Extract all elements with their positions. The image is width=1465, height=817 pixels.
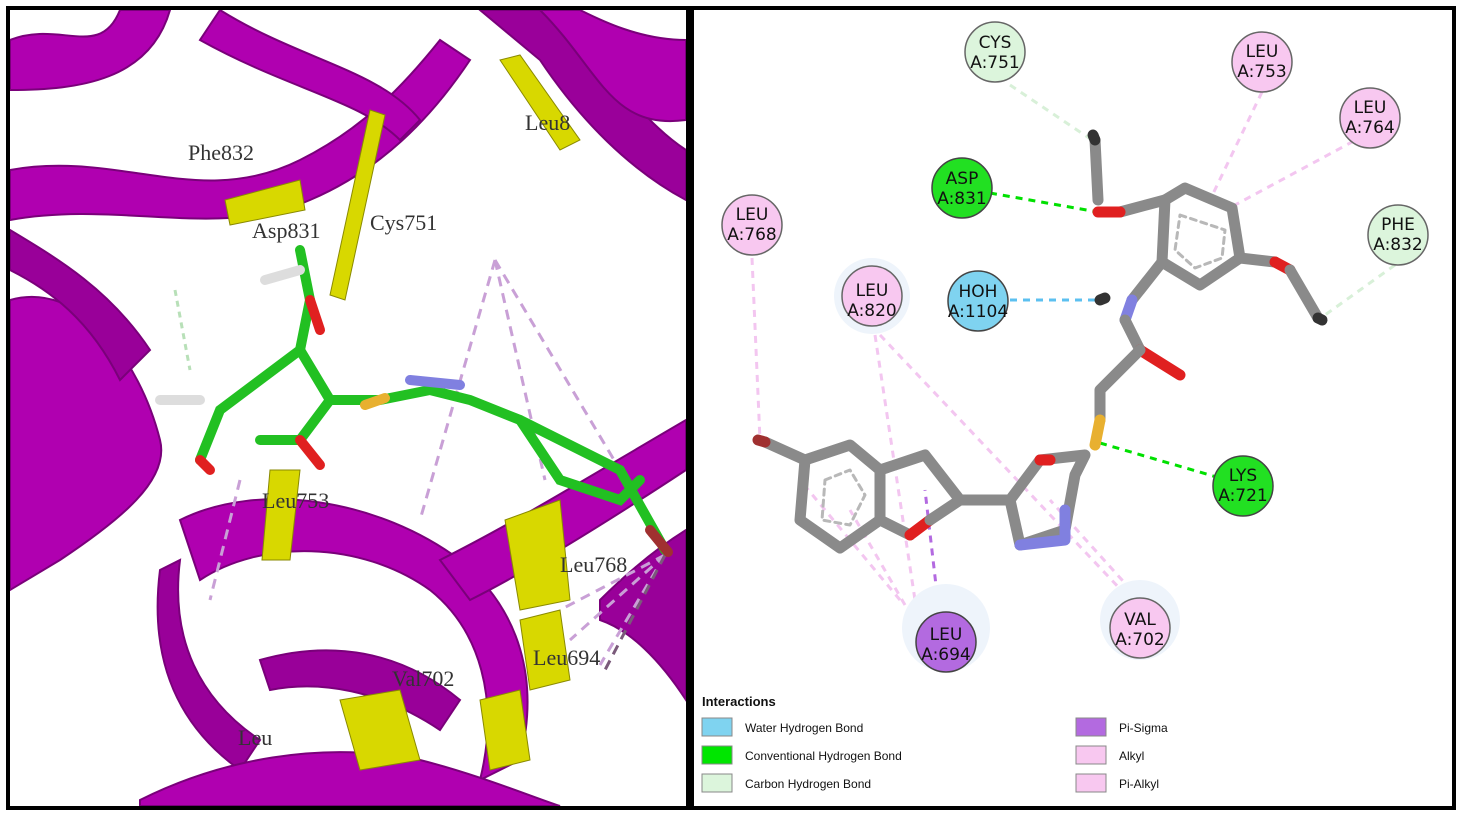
- legend-item-conventional: Conventional Hydrogen Bond: [701, 745, 902, 765]
- svg-text:Pi-Sigma: Pi-Sigma: [1119, 721, 1168, 735]
- legend-item-carbon: Carbon Hydrogen Bond: [701, 773, 871, 793]
- label-leu8: Leu8: [525, 110, 570, 135]
- label-val702: Val702: [392, 666, 454, 691]
- svg-text:A:832: A:832: [1373, 235, 1423, 255]
- residue-hoh1104: HOH A:1104: [947, 270, 1009, 332]
- svg-text:VAL: VAL: [1124, 610, 1156, 630]
- left-panel-3d-view: Phe832 Asp831 Cys751 Leu8 Leu753 Leu768 …: [6, 6, 690, 810]
- svg-text:LYS: LYS: [1229, 466, 1257, 486]
- svg-text:HOH: HOH: [959, 282, 998, 302]
- legend-item-alkyl: Alkyl: [1075, 745, 1144, 765]
- svg-text:A:721: A:721: [1218, 486, 1268, 506]
- residue-val702: VAL A:702: [1100, 580, 1180, 660]
- label-cys751: Cys751: [370, 210, 437, 235]
- svg-text:A:702: A:702: [1115, 630, 1165, 650]
- svg-text:A:694: A:694: [921, 645, 971, 665]
- right-panel-2d-diagram: CYS A:751 LEU A:753 LEU A:764 ASP A:831 …: [690, 6, 1456, 810]
- residue-leu753: LEU A:753: [1231, 31, 1293, 93]
- svg-text:A:751: A:751: [970, 53, 1020, 73]
- interactions-legend: Interactions Water Hydrogen Bond Convent…: [701, 694, 1168, 793]
- legend-title: Interactions: [702, 694, 776, 709]
- label-leu753: Leu753: [262, 488, 329, 513]
- label-asp831: Asp831: [252, 218, 320, 243]
- svg-text:CYS: CYS: [979, 33, 1012, 53]
- ligand-structure: [752, 129, 1328, 554]
- svg-text:LEU: LEU: [1354, 98, 1387, 118]
- svg-text:LEU: LEU: [736, 205, 769, 225]
- residue-phe832: PHE A:832: [1367, 204, 1429, 266]
- legend-item-pi-sigma: Pi-Sigma: [1075, 717, 1168, 737]
- svg-text:Alkyl: Alkyl: [1119, 749, 1144, 763]
- ribbon-labels: Phe832 Asp831 Cys751 Leu8 Leu753 Leu768 …: [188, 110, 627, 750]
- svg-text:Pi-Alkyl: Pi-Alkyl: [1119, 777, 1159, 791]
- svg-text:A:820: A:820: [847, 301, 897, 321]
- label-leu768: Leu768: [560, 552, 627, 577]
- ribbon-yellow-segments: [224, 54, 581, 771]
- svg-text:A:764: A:764: [1345, 118, 1395, 138]
- ligand-sticks: [155, 245, 673, 557]
- svg-text:PHE: PHE: [1381, 215, 1415, 235]
- svg-text:A:768: A:768: [727, 225, 777, 245]
- residue-lys721: LYS A:721: [1212, 455, 1274, 517]
- svg-text:ASP: ASP: [946, 169, 979, 189]
- svg-text:LEU: LEU: [930, 625, 963, 645]
- svg-text:Carbon Hydrogen Bond: Carbon Hydrogen Bond: [745, 777, 871, 791]
- residue-leu768: LEU A:768: [721, 194, 783, 256]
- svg-text:A:1104: A:1104: [948, 302, 1008, 322]
- residue-leu820: LEU A:820: [834, 258, 910, 334]
- legend-item-pi-alkyl: Pi-Alkyl: [1075, 773, 1159, 793]
- residue-leu694: LEU A:694: [902, 584, 990, 673]
- legend-item-water: Water Hydrogen Bond: [701, 717, 863, 737]
- svg-text:A:753: A:753: [1237, 62, 1287, 82]
- svg-text:Conventional Hydrogen Bond: Conventional Hydrogen Bond: [745, 749, 902, 763]
- residue-discs: CYS A:751 LEU A:753 LEU A:764 ASP A:831 …: [721, 21, 1429, 673]
- svg-text:Water Hydrogen Bond: Water Hydrogen Bond: [745, 721, 863, 735]
- residue-asp831: ASP A:831: [931, 157, 993, 219]
- residue-cys751: CYS A:751: [964, 21, 1026, 83]
- svg-text:LEU: LEU: [1246, 42, 1279, 62]
- label-leu694: Leu694: [533, 645, 600, 670]
- label-leu-bottom: Leu: [238, 725, 272, 750]
- label-phe832: Phe832: [188, 140, 254, 165]
- svg-text:LEU: LEU: [856, 281, 889, 301]
- residue-leu764: LEU A:764: [1339, 87, 1401, 149]
- svg-text:A:831: A:831: [937, 189, 987, 209]
